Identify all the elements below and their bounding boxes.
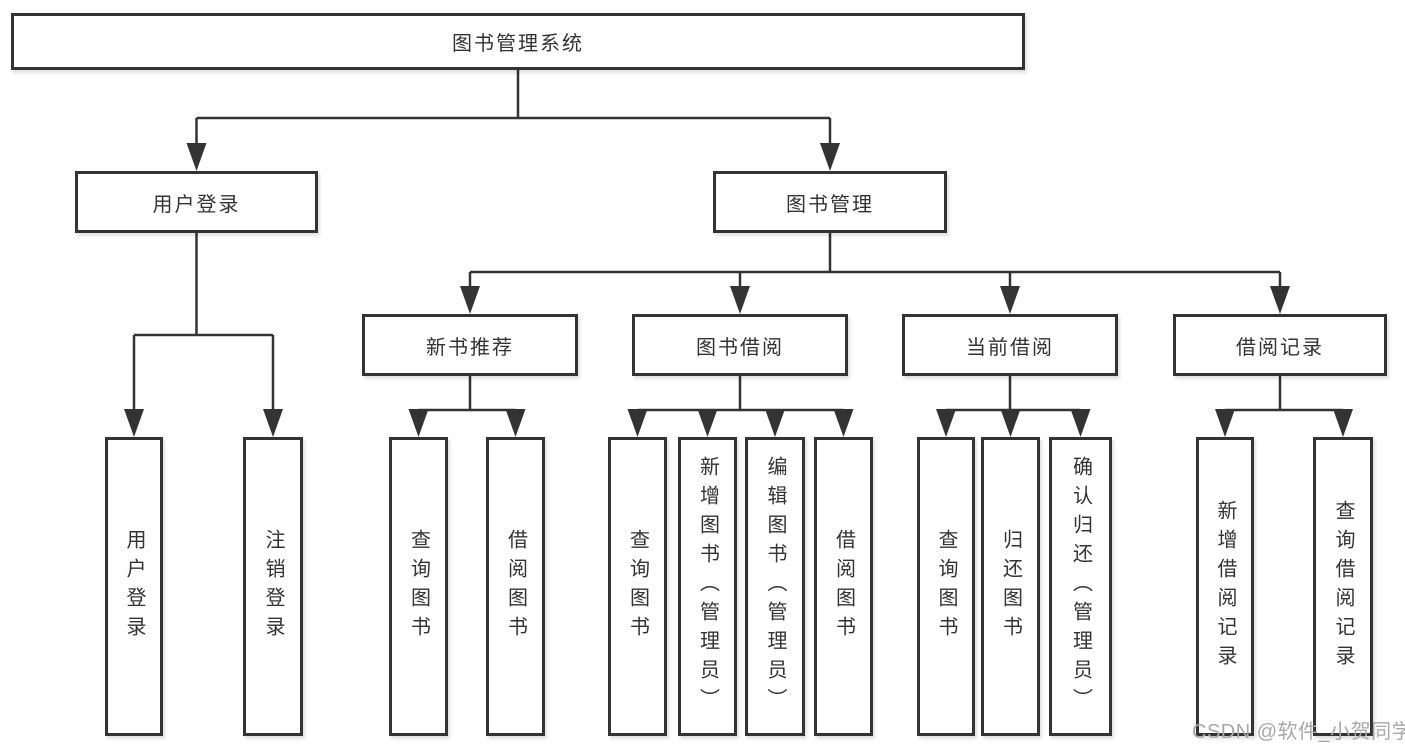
arrowhead bbox=[730, 286, 750, 314]
node-leaf-query-books-2: 查询图书 bbox=[608, 437, 667, 736]
arrowhead bbox=[697, 409, 718, 437]
node-label: 查询图书 bbox=[626, 528, 649, 645]
node-leaf-query-borrow-record: 查询借阅记录 bbox=[1313, 437, 1373, 736]
node-new-book-rec: 新书推荐 bbox=[362, 314, 578, 376]
node-leaf-query-books-3: 查询图书 bbox=[917, 437, 975, 736]
node-leaf-user-login: 用户登录 bbox=[105, 437, 163, 736]
node-current-borrow: 当前借阅 bbox=[902, 314, 1118, 376]
node-book-mgmt-branch: 图书管理 bbox=[713, 171, 947, 233]
node-root: 图书管理系统 bbox=[11, 13, 1025, 70]
node-label: 确认归还（管理员） bbox=[1069, 456, 1092, 717]
node-leaf-add-borrow-record: 新增借阅记录 bbox=[1196, 437, 1254, 736]
node-label: 查询图书 bbox=[935, 528, 957, 645]
node-book-borrow: 图书借阅 bbox=[632, 314, 848, 376]
node-leaf-borrow-books-1: 借阅图书 bbox=[486, 437, 545, 736]
node-label: 新增借阅记录 bbox=[1214, 499, 1236, 674]
connector-book-mgmt-to-subbranches bbox=[468, 233, 1282, 292]
node-label: 查询图书 bbox=[407, 528, 430, 645]
node-label: 借阅图书 bbox=[504, 528, 527, 645]
arrowhead bbox=[408, 409, 429, 437]
arrowhead bbox=[1333, 409, 1353, 437]
node-borrow-records: 借阅记录 bbox=[1173, 314, 1387, 376]
connector-user-login-to-leaves bbox=[132, 233, 275, 415]
node-user-login-branch: 用户登录 bbox=[75, 171, 318, 233]
arrowhead bbox=[833, 409, 854, 437]
arrowhead bbox=[765, 409, 785, 437]
arrowhead bbox=[505, 409, 526, 437]
arrowhead bbox=[627, 409, 648, 437]
arrowhead bbox=[460, 286, 480, 314]
arrowhead bbox=[124, 409, 144, 437]
node-label: 查询借阅记录 bbox=[1332, 499, 1354, 674]
node-label: 用户登录 bbox=[123, 528, 145, 645]
node-leaf-borrow-books-2: 借阅图书 bbox=[814, 437, 873, 736]
node-label: 借阅图书 bbox=[832, 528, 855, 645]
arrowhead bbox=[1000, 409, 1021, 437]
connector-new-book-rec-to-leaves bbox=[417, 376, 517, 415]
arrowhead bbox=[263, 409, 283, 437]
node-leaf-add-book-admin: 新增图书（管理员） bbox=[678, 437, 737, 736]
node-label: 编辑图书（管理员） bbox=[764, 456, 786, 717]
connector-borrow-records-to-leaves bbox=[1223, 376, 1345, 415]
connector-root-to-branches bbox=[195, 70, 832, 150]
arrowhead bbox=[936, 409, 956, 437]
arrowhead bbox=[1270, 286, 1290, 314]
connector-book-borrow-to-leaves bbox=[636, 376, 845, 415]
arrowhead bbox=[1070, 409, 1091, 437]
node-leaf-confirm-return-admin: 确认归还（管理员） bbox=[1049, 437, 1112, 736]
node-label: 归还图书 bbox=[999, 528, 1022, 645]
node-label: 注销登录 bbox=[262, 528, 284, 645]
node-leaf-return-book: 归还图书 bbox=[981, 437, 1040, 736]
node-leaf-query-books-1: 查询图书 bbox=[389, 437, 448, 736]
arrowhead bbox=[186, 143, 207, 171]
arrowhead bbox=[820, 143, 840, 171]
node-leaf-logout: 注销登录 bbox=[243, 437, 303, 736]
node-leaf-edit-book-admin: 编辑图书（管理员） bbox=[745, 437, 805, 736]
arrowhead bbox=[1000, 286, 1020, 314]
csdn-watermark: CSDN @软件_小贺同学 bbox=[1192, 721, 1405, 743]
node-label: 新增图书（管理员） bbox=[696, 456, 719, 717]
arrowhead bbox=[1215, 409, 1235, 437]
